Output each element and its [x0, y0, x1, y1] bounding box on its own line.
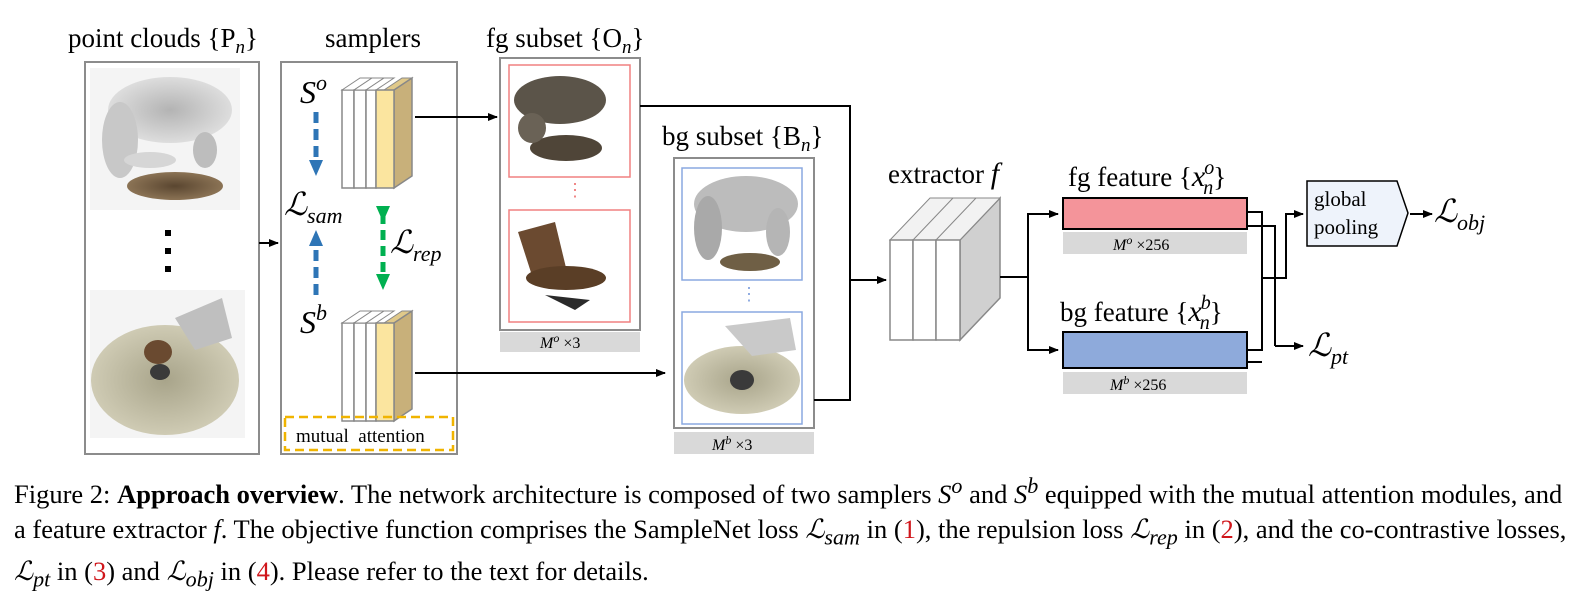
eq-ref-4[interactable]: 4: [256, 556, 270, 587]
point-clouds-title: point clouds {Pn}: [68, 23, 258, 58]
mutual-attention-box: [283, 415, 455, 452]
eq-ref-3[interactable]: 3: [92, 556, 107, 587]
bg-feature-dim-label: Mb ×256: [1109, 373, 1166, 394]
samplers-panel: samplers So Sb ℒsam ℒrep: [280, 23, 458, 455]
chair-point-cloud-top: [90, 68, 240, 210]
bg-feature-out-1: [1247, 278, 1263, 351]
loss-obj-label: ℒobj: [1434, 193, 1485, 235]
mutual-attention-label: mutual attention: [296, 426, 425, 447]
scene-point-cloud-bottom: [90, 290, 245, 438]
bg-to-extractor-line: [814, 280, 851, 401]
fg-feature-out-1: [1247, 211, 1263, 278]
fg-feature-out-2: [1247, 225, 1276, 346]
extractor-title: extractor f: [888, 157, 1003, 190]
point-clouds-panel: point clouds {Pn}: [68, 23, 260, 455]
fg-feature-bar: [1062, 197, 1248, 230]
bg-feature-dim-bar: [1063, 372, 1247, 394]
to-pooling-line: [1262, 210, 1304, 279]
bg-ellipsis: ⋮: [740, 284, 758, 304]
eq-ref-1[interactable]: 1: [902, 513, 916, 544]
bg-subset-panel: bg subset {Bn} ⋮ Mb ×3: [662, 121, 823, 454]
to-fg-feature-line: [1027, 210, 1059, 277]
ellipsis-dots: [165, 230, 171, 272]
global-pooling-label-2: pooling: [1314, 215, 1379, 239]
to-bg-feature-line: [1027, 277, 1059, 354]
fg-to-extractor-line: [640, 105, 851, 280]
sampler-bg-block: [340, 309, 414, 423]
fg-dim-bar: [500, 332, 640, 352]
bg-dim-bar: [674, 432, 814, 454]
global-pooling-label-1: global: [1314, 187, 1367, 211]
loss-rep-label: ℒrep: [390, 224, 442, 266]
fg-subset-title: fg subset {On}: [486, 23, 644, 58]
sampler-fg-block: [340, 76, 414, 190]
bg-feature-bar: [1062, 331, 1248, 369]
fg-subset-panel: fg subset {On} ⋮ Mo ×3: [486, 23, 644, 352]
loss-sam-label: ℒsam: [284, 186, 343, 228]
loss-pt-label: ℒpt: [1308, 327, 1349, 369]
figure-caption: Figure 2: Approach overview. The network…: [14, 473, 1567, 592]
samplers-title: samplers: [325, 23, 421, 53]
sampler-bg-label: Sb: [300, 300, 327, 340]
bg-subset-title: bg subset {Bn}: [662, 121, 823, 156]
sampler-fg-label: So: [300, 70, 327, 110]
fg-feature-dim-bar: [1063, 232, 1247, 254]
bg-dim-label: Mb ×3: [711, 433, 752, 454]
fg-feature-dim-label: Mo ×256: [1112, 233, 1169, 254]
extractor-block: extractor f: [888, 157, 1003, 342]
fg-ellipsis: ⋮: [566, 180, 584, 200]
eq-ref-2[interactable]: 2: [1220, 513, 1234, 544]
global-pooling-block: global pooling: [1306, 180, 1409, 247]
fg-dim-label: Mo ×3: [539, 331, 580, 352]
